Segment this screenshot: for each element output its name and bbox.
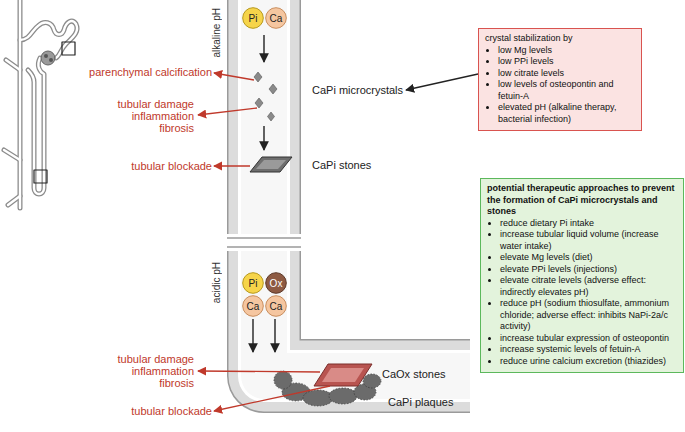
- circle-shape: [243, 8, 264, 29]
- ion-circle: Ca: [265, 295, 287, 317]
- bullet-item: elevate Mg levels (diet): [500, 252, 677, 264]
- caox-stone: [314, 364, 372, 386]
- ion-circle: Pi: [242, 7, 264, 29]
- bullet-list: low Mg levelslow PPi levelslow citrate l…: [485, 45, 635, 126]
- bullet-list: reduce dietary Pi intakeincrease tubular…: [487, 218, 677, 368]
- effect-label: tubular blockade: [92, 160, 212, 172]
- circle-shape: [243, 273, 264, 294]
- effect-label: parenchymal calcification: [72, 66, 212, 78]
- box-heading: crystal stabilization by: [485, 33, 635, 45]
- circle-shape: [266, 296, 287, 317]
- bullet-item: increase systemic levels of fetuin-A: [500, 344, 677, 356]
- part-label: CaOx stones: [382, 368, 446, 380]
- bullet-item: elevate PPi levels (injections): [500, 264, 677, 276]
- break-mark: [227, 238, 301, 247]
- circle-shape: [243, 296, 264, 317]
- box-heading: potential therapeutic approaches to prev…: [487, 183, 677, 218]
- ph-label: alkaline pH: [211, 8, 223, 57]
- circle-shape: [266, 273, 287, 294]
- ion-symbol: Pi: [249, 278, 258, 289]
- bullet-item: low levels of osteopontin and fetuin-A: [498, 79, 635, 102]
- effect-arrow: [198, 73, 330, 411]
- text-box: crystal stabilization bylow Mg levelslow…: [478, 28, 642, 131]
- bullet-item: increase tubular liquid volume (increase…: [500, 229, 677, 252]
- ion-symbol: Ox: [270, 278, 283, 289]
- bullet-item: elevated pH (alkaline therapy, bacterial…: [498, 102, 635, 125]
- ion-symbol: Ca: [270, 301, 283, 312]
- bullet-item: increase tubular expression of osteopont…: [500, 333, 677, 345]
- circle-shape: [266, 8, 287, 29]
- ion-circle: Ca: [242, 295, 264, 317]
- bullet-item: elevate citrate levels (adverse effect: …: [500, 275, 677, 298]
- bullet-item: low PPi levels: [498, 56, 635, 68]
- text-box: potential therapeutic approaches to prev…: [480, 178, 684, 373]
- capi-stone: [250, 157, 292, 172]
- bullet-item: reduce dietary Pi intake: [500, 218, 677, 230]
- tubule-segment: [264, 0, 265, 234]
- bullet-item: low Mg levels: [498, 45, 635, 57]
- ion-symbol: Ca: [270, 13, 283, 24]
- pointer-arrow: [406, 74, 478, 90]
- ph-label: acidic pH: [211, 262, 223, 303]
- ion-circle: Pi: [242, 272, 264, 294]
- nephron-sketch: [4, 0, 77, 208]
- bullet-item: reduce urine calcium excretion (thiazide…: [500, 356, 677, 368]
- ion-circle: Ca: [265, 7, 287, 29]
- ion-symbol: Ca: [247, 301, 260, 312]
- ion-symbol: Pi: [249, 13, 258, 24]
- part-label: CaPi stones: [312, 159, 371, 171]
- bullet-item: reduce pH (sodium thiosulfate, ammonium …: [500, 298, 677, 333]
- microcrystal: [254, 72, 277, 121]
- effect-label: tubular damage inflammation fibrosis: [110, 98, 194, 134]
- tubule-segment: [264, 251, 470, 376]
- part-label: CaPi plaques: [388, 396, 453, 408]
- effect-label: tubular blockade: [92, 405, 212, 417]
- ion-circle: Ox: [265, 272, 287, 294]
- bullet-item: low citrate levels: [498, 68, 635, 80]
- part-label: CaPi microcrystals: [312, 84, 403, 96]
- effect-label: tubular damage inflammation fibrosis: [110, 353, 194, 389]
